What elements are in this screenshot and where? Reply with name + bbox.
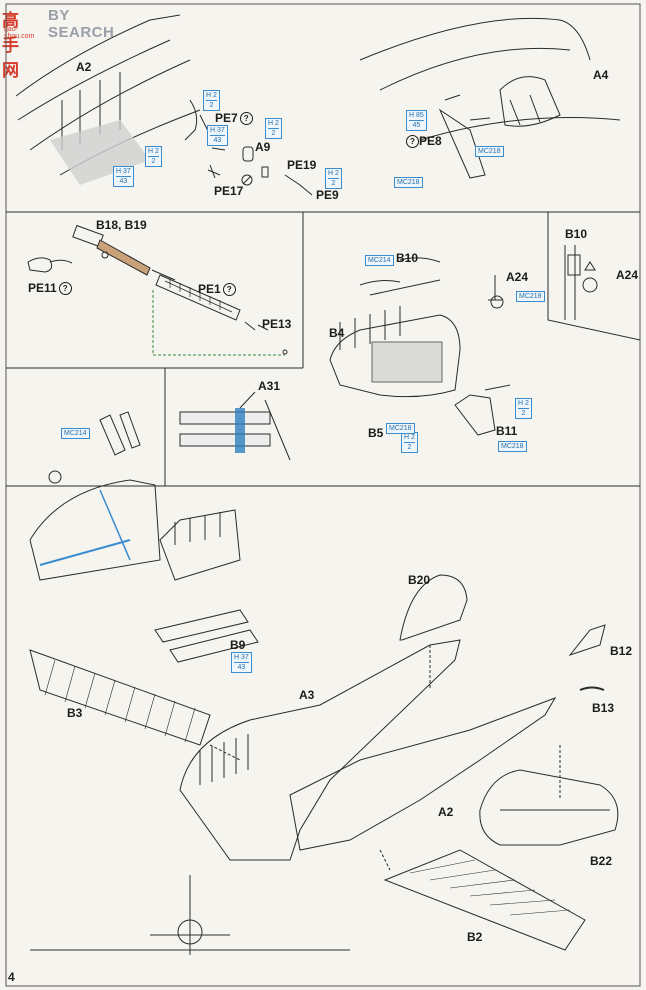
fuselage-a3 bbox=[179, 639, 461, 861]
label-a24-inset: A24 bbox=[616, 268, 639, 282]
label-a2-top: A2 bbox=[76, 60, 92, 74]
page-number: 4 bbox=[8, 970, 15, 984]
label-a3: A3 bbox=[299, 688, 315, 702]
label-b20: B20 bbox=[408, 573, 431, 587]
label-a9: A9 bbox=[255, 140, 271, 154]
label-a4: A4 bbox=[593, 68, 609, 82]
label-b5: B5 bbox=[368, 426, 384, 440]
step-gun bbox=[27, 224, 288, 356]
stabilizer-b22 bbox=[479, 769, 619, 846]
page-frame bbox=[5, 3, 641, 987]
label-a31: A31 bbox=[258, 379, 281, 393]
mc-code-label: MC214 bbox=[61, 428, 90, 439]
mc-code-label: MC218 bbox=[386, 423, 415, 434]
label-a24: A24 bbox=[506, 270, 529, 284]
label-pe13: PE13 bbox=[262, 317, 292, 331]
step-gun-cover bbox=[29, 411, 259, 663]
label-pe9: PE9 bbox=[316, 188, 339, 202]
fold-icon: ? bbox=[406, 135, 419, 149]
label-b18-b19: B18, B19 bbox=[96, 218, 147, 232]
wing-b2 bbox=[383, 849, 586, 951]
label-b10: B10 bbox=[396, 251, 419, 265]
label-b2: B2 bbox=[467, 930, 483, 944]
label-pe7: PE7? bbox=[215, 111, 253, 126]
step-seat bbox=[359, 17, 621, 179]
label-b12: B12 bbox=[610, 644, 633, 658]
inset-a31 bbox=[179, 391, 291, 461]
fin-b20 bbox=[399, 574, 468, 641]
label-pe19: PE19 bbox=[287, 158, 317, 172]
inset-b10-frame bbox=[547, 212, 641, 341]
label-b3: B3 bbox=[67, 706, 83, 720]
step-fuselage bbox=[29, 574, 619, 955]
label-b10-inset: B10 bbox=[565, 227, 588, 241]
label-pe11: PE11? bbox=[28, 281, 72, 296]
wing-b3 bbox=[29, 649, 211, 746]
label-b4: B4 bbox=[329, 326, 345, 340]
mc-code-label: MC218 bbox=[394, 177, 423, 188]
label-pe8: ?PE8 bbox=[404, 134, 442, 149]
label-b22: B22 bbox=[590, 854, 613, 868]
fold-icon: ? bbox=[239, 112, 253, 126]
mc-code-label: MC218 bbox=[516, 291, 545, 302]
watermark-url: gao-shou.com bbox=[4, 26, 35, 40]
label-b13: B13 bbox=[592, 701, 615, 715]
fuselage-a2 bbox=[289, 697, 557, 851]
label-a2-main: A2 bbox=[438, 805, 454, 819]
label-b11: B11 bbox=[496, 424, 518, 438]
mc-code-label: MC214 bbox=[365, 255, 394, 266]
step-engine bbox=[329, 257, 511, 436]
fold-icon: ? bbox=[222, 283, 236, 297]
label-b9: B9 bbox=[230, 638, 246, 652]
fold-icon: ? bbox=[58, 282, 72, 296]
step-cockpit-frame bbox=[15, 14, 313, 196]
label-pe17: PE17 bbox=[214, 184, 244, 198]
watermark-brand: BY SEARCH bbox=[48, 7, 115, 41]
mc-code-label: MC218 bbox=[498, 441, 527, 452]
mc-code-label: MC218 bbox=[475, 146, 504, 157]
part-b12 bbox=[568, 624, 606, 657]
label-pe1: PE1? bbox=[198, 282, 236, 297]
inset-b10-a24 bbox=[564, 245, 598, 320]
